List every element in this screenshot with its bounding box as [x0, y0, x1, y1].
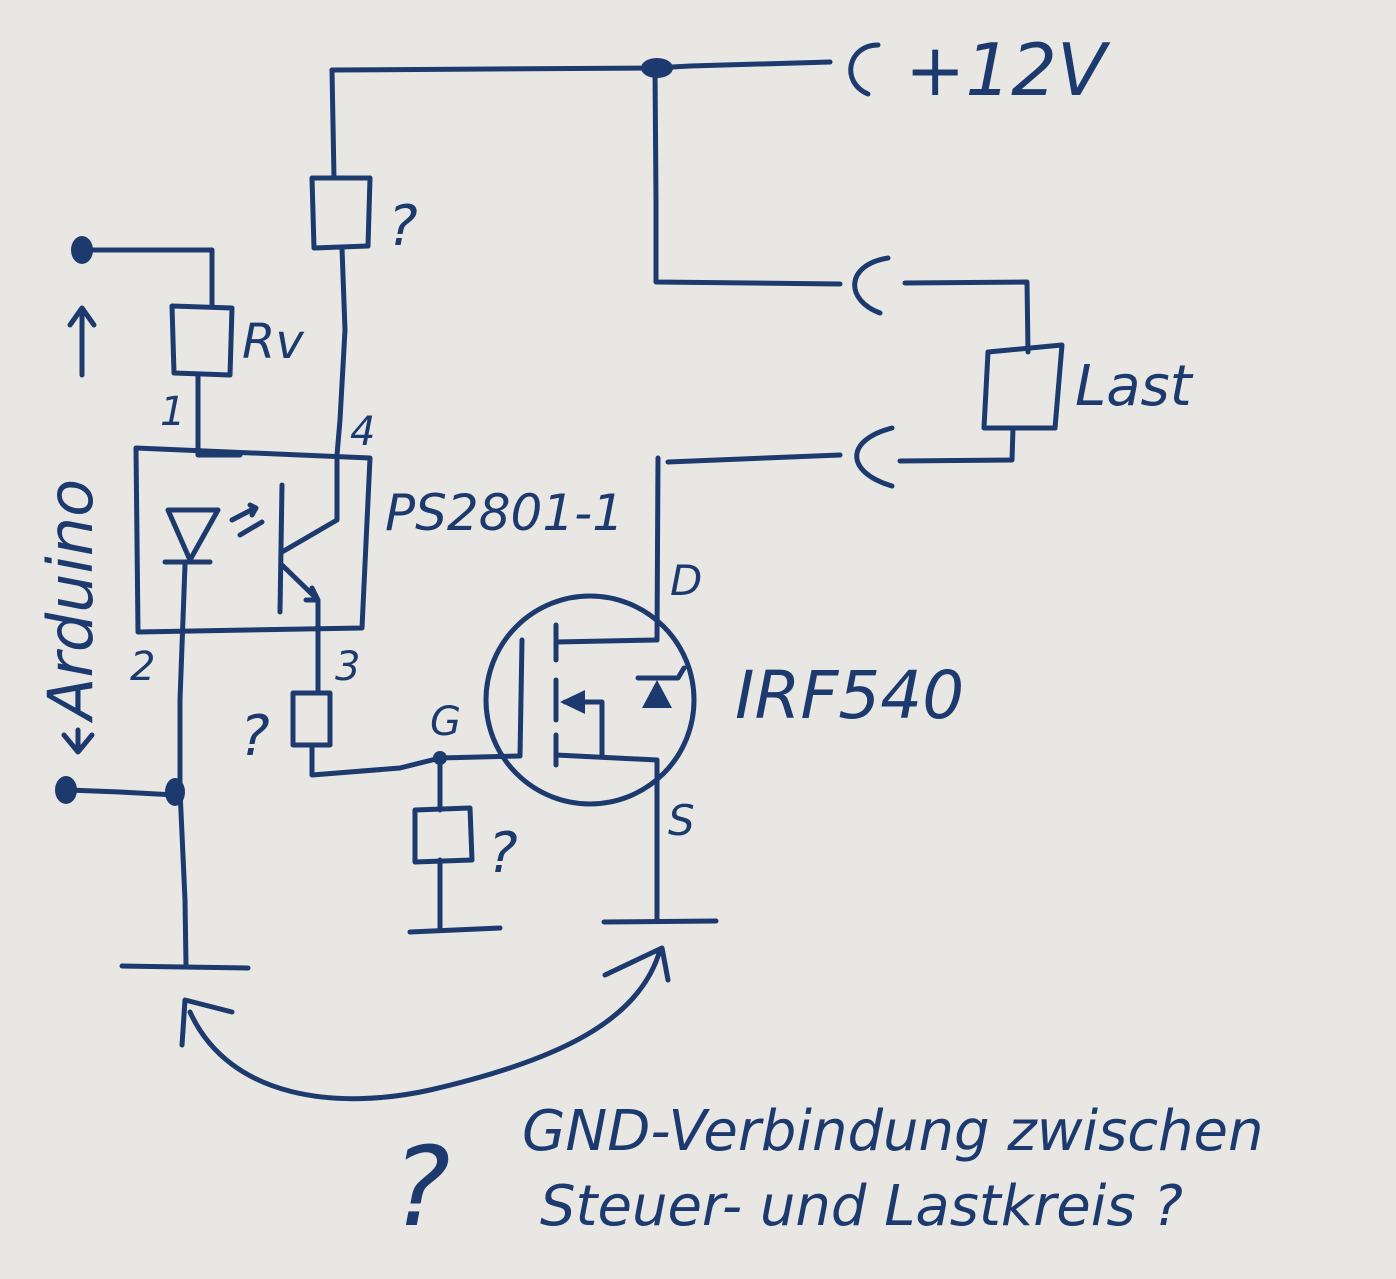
- ground-left: [119, 963, 251, 971]
- label-pin4: 4: [350, 409, 375, 455]
- note-line2: Steuer- und Lastkreis ?: [540, 1174, 1183, 1239]
- wire-to-gate: [309, 742, 523, 778]
- label-pin3: 3: [335, 644, 360, 690]
- mosfet-circle: [483, 593, 697, 807]
- gnd-arrow-head-right: [602, 945, 671, 983]
- wire-rtop-to-collector: [334, 245, 348, 458]
- led-triangle: [165, 507, 221, 563]
- mosfet-arrow: [560, 690, 585, 714]
- wire-top-rail: [329, 59, 833, 73]
- arduino-pin-top: [71, 236, 93, 264]
- optocoupler: [133, 445, 373, 635]
- body-diode: [642, 680, 672, 708]
- wires: [65, 59, 1031, 968]
- wire-top-left-down: [329, 67, 337, 181]
- connectors: [55, 42, 895, 806]
- load-box: [981, 342, 1065, 431]
- label-unknown-r-gate: ?: [488, 821, 518, 886]
- mosfet-drain-lead: [553, 637, 660, 645]
- mosfet-gate-plate: [517, 637, 525, 759]
- label-unknown-r-top: ?: [388, 194, 418, 259]
- labels: +12V Last Rv PS2801-1 IRF540 D G S 1 2 3…: [34, 28, 1263, 1251]
- body-diode-bar: [635, 665, 687, 681]
- mosfet: [483, 593, 697, 807]
- wire-arduino-top: [85, 247, 215, 308]
- label-unknown-r-emitter: ?: [240, 704, 270, 769]
- label-arduino: Arduino: [34, 479, 107, 724]
- ground-source: [601, 918, 719, 925]
- phototransistor-collector: [279, 452, 340, 555]
- junction-cathode: [165, 778, 185, 806]
- label-load: Last: [1075, 354, 1194, 419]
- ground-symbols: [119, 918, 719, 971]
- junction-12v: [641, 58, 673, 78]
- phototransistor-emitter: [279, 562, 321, 618]
- optocoupler-box: [133, 445, 373, 635]
- label-drain: D: [670, 556, 702, 605]
- label-source: S: [668, 796, 695, 845]
- led-emit-arrows: [229, 502, 265, 538]
- junction-gate: [433, 751, 447, 765]
- label-optocoupler: PS2801-1: [385, 484, 624, 542]
- label-pin1: 1: [160, 389, 185, 435]
- wire-led-cathode: [177, 562, 189, 968]
- resistor-emitter: [290, 690, 333, 748]
- phototransistor-base: [277, 482, 285, 615]
- mosfet-source-lead: [553, 752, 660, 763]
- arduino-arrow-up: [67, 305, 97, 378]
- wire-load-top: [902, 279, 1031, 355]
- resistor-gate: [412, 805, 475, 865]
- socket-12v: [848, 42, 881, 97]
- wire-arduino-bottom: [65, 787, 178, 798]
- label-mosfet: IRF540: [735, 657, 964, 734]
- ground-gate: [407, 925, 503, 935]
- label-question-big: ?: [392, 1123, 450, 1251]
- socket-load-top: [852, 255, 891, 316]
- gnd-connection-arrow: [179, 945, 671, 1102]
- arduino-pin-bottom: [55, 776, 77, 804]
- resistors: [169, 175, 1065, 865]
- label-gate: G: [430, 699, 461, 745]
- note-line1: GND-Verbindung zwischen: [522, 1099, 1263, 1164]
- label-pin2: 2: [130, 644, 155, 690]
- wire-12v-down: [652, 65, 843, 287]
- arduino-arrow-down: [61, 727, 95, 755]
- wire-rv-to-led: [195, 372, 243, 458]
- wire-load-bottom: [897, 425, 1016, 464]
- label-supply: +12V: [905, 28, 1111, 112]
- resistor-rv: [169, 303, 235, 378]
- gnd-arrow-head-left: [179, 997, 235, 1048]
- label-rv: Rv: [242, 314, 304, 370]
- socket-load-bottom: [854, 425, 895, 489]
- wire-drain: [654, 452, 843, 643]
- gnd-arrow-curve: [187, 947, 663, 1102]
- resistor-top: [309, 175, 373, 251]
